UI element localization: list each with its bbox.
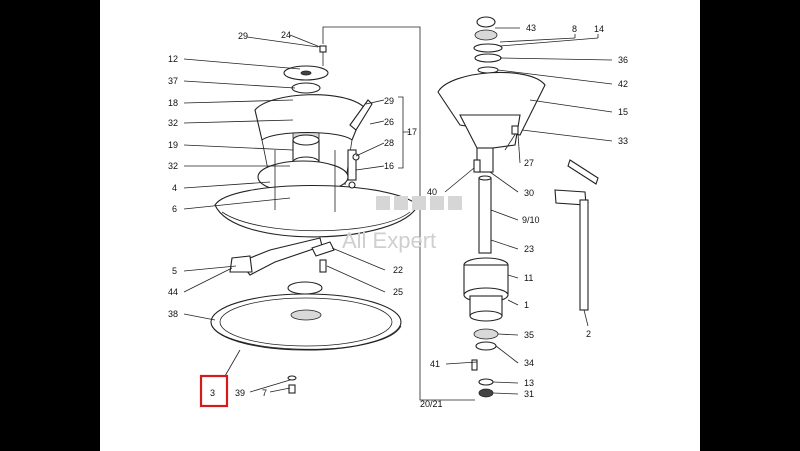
top-plate-part	[283, 65, 329, 81]
label-6: 6	[172, 204, 177, 214]
label-1: 1	[524, 300, 529, 310]
label-25: 25	[393, 287, 403, 297]
lever-part	[554, 159, 599, 311]
pin-part-27	[504, 125, 519, 151]
label-2: 2	[586, 329, 591, 339]
label-42: 42	[618, 79, 628, 89]
lower-bearing-part	[471, 328, 499, 398]
label-40: 40	[427, 187, 437, 197]
label-16: 16	[384, 161, 394, 171]
part-labels: 29 24 12 37 18 32 19 32 4 6 5 44 38 39 7…	[168, 23, 628, 409]
bearing-housing-part	[463, 257, 509, 322]
label-27: 27	[524, 158, 534, 168]
right-leader-lines	[444, 27, 613, 395]
label-39: 39	[235, 388, 245, 398]
side-bracket-part	[347, 99, 373, 189]
label-11: 11	[524, 273, 533, 283]
label-15: 15	[618, 107, 628, 117]
label-12: 12	[168, 54, 178, 64]
retainer-part	[311, 241, 335, 273]
label-5: 5	[172, 266, 177, 276]
label-8: 8	[572, 24, 577, 34]
label-23: 23	[524, 244, 534, 254]
knife-arm-part	[229, 237, 323, 276]
label-35: 35	[524, 330, 534, 340]
watermark-text: All Expert	[342, 228, 436, 253]
label-38: 38	[168, 309, 178, 319]
label-26: 26	[384, 117, 394, 127]
label-9-10: 9/10	[522, 215, 540, 225]
label-29-top: 29	[238, 31, 248, 41]
label-32-upper: 32	[168, 118, 178, 128]
label-37: 37	[168, 76, 178, 86]
highlighted-part-3[interactable]: 3	[199, 374, 229, 408]
top-bolt-part	[319, 45, 327, 66]
diagram-canvas: All Expert 29 24 12 37 18 32 19 32 4 6 5…	[100, 0, 700, 451]
label-24: 24	[281, 30, 291, 40]
label-7: 7	[262, 388, 267, 398]
label-30: 30	[524, 188, 534, 198]
connector-line	[322, 26, 475, 401]
label-44: 44	[168, 287, 178, 297]
label-22: 22	[393, 265, 403, 275]
label-19: 19	[168, 140, 178, 150]
label-31: 31	[524, 389, 534, 399]
label-41: 41	[430, 359, 440, 369]
shaft-part	[473, 159, 492, 254]
label-32-lower: 32	[168, 161, 178, 171]
label-43: 43	[526, 23, 536, 33]
label-4: 4	[172, 183, 177, 193]
rotor-housing-part	[254, 94, 366, 205]
label-29-side: 29	[384, 96, 394, 106]
label-20-21: 20/21	[420, 399, 443, 409]
parts-diagram: All Expert 29 24 12 37 18 32 19 32 4 6 5…	[168, 16, 628, 409]
label-3: 3	[210, 388, 215, 398]
label-36: 36	[618, 55, 628, 65]
label-28: 28	[384, 138, 394, 148]
label-17: 17	[407, 127, 417, 137]
left-leader-lines	[183, 34, 410, 393]
o-ring-part	[287, 281, 323, 295]
screw-parts	[287, 375, 297, 394]
gear-housing-part	[437, 71, 546, 173]
top-gear-part	[473, 16, 503, 74]
label-33: 33	[618, 136, 628, 146]
label-18: 18	[168, 98, 178, 108]
label-14: 14	[594, 24, 604, 34]
label-13: 13	[524, 378, 534, 388]
watermark: All Expert	[342, 196, 462, 253]
cutting-disc-part	[210, 293, 402, 351]
label-34: 34	[524, 358, 534, 368]
